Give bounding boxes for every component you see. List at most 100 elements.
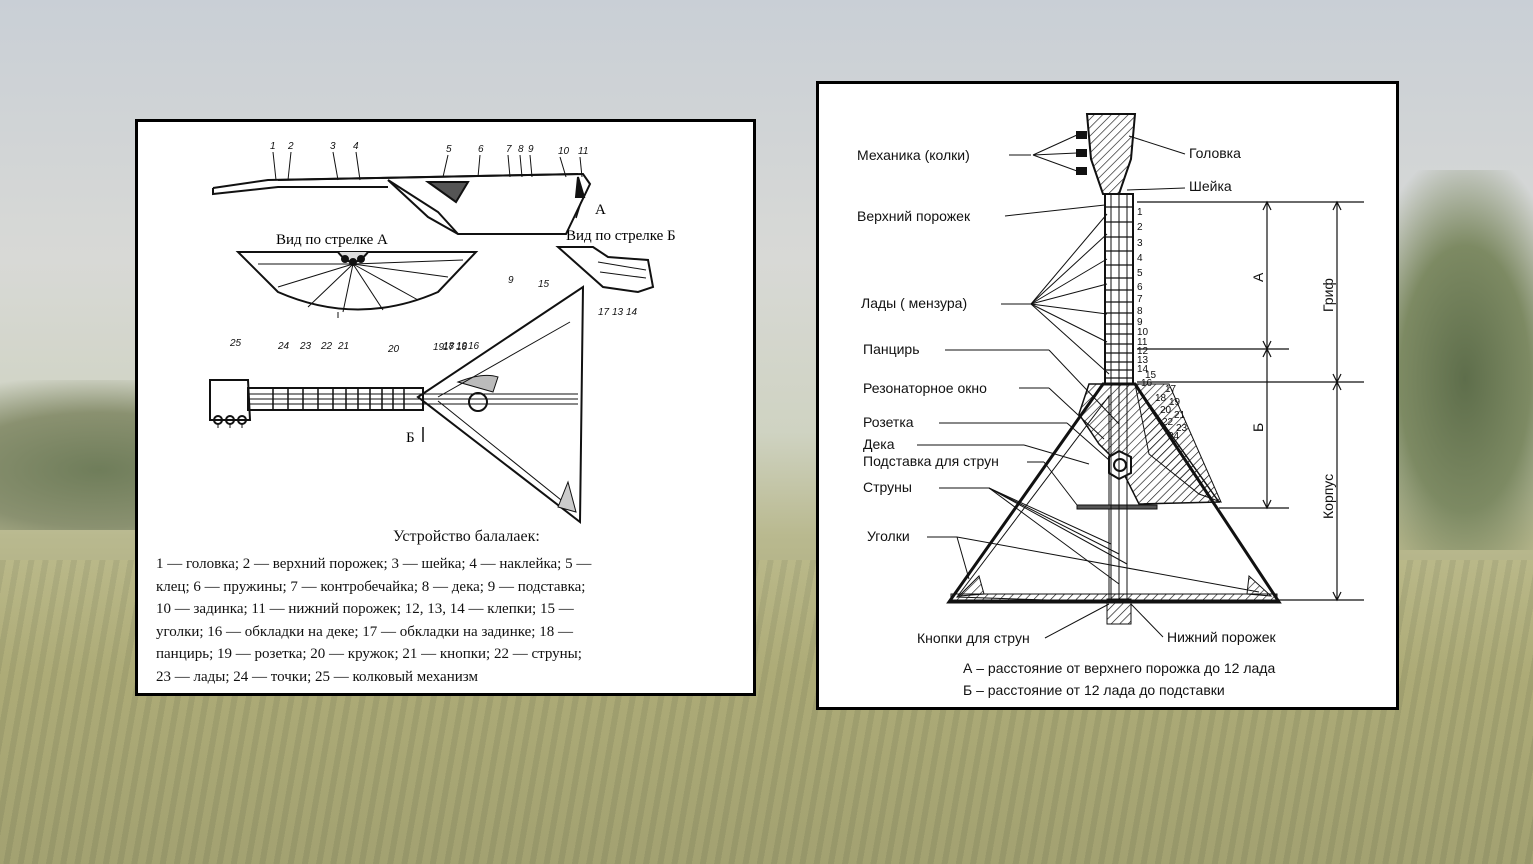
label-corners: Уголки xyxy=(867,528,910,544)
fret-numbers: 1 2 3 4 5 6 7 8 9 10 11 12 13 14 15 16 1… xyxy=(1137,207,1188,442)
label-bridge: Подставка для струн xyxy=(863,453,999,469)
front-view-numbers: 25 24 23 22 21 18 19 16 9 15 xyxy=(229,275,550,352)
svg-text:15: 15 xyxy=(538,279,550,290)
label-neck: Шейка xyxy=(1189,178,1232,194)
front-view xyxy=(209,285,585,525)
svg-text:22: 22 xyxy=(320,341,333,352)
svg-text:3: 3 xyxy=(1137,238,1143,249)
svg-text:12: 12 xyxy=(1137,346,1149,357)
svg-text:7: 7 xyxy=(506,144,512,155)
label-rozetka: Розетка xyxy=(863,414,914,430)
view-b-drawing xyxy=(555,246,655,294)
balalaika-drawing-left: 1 2 3 4 5 6 7 8 9 10 11 А Вид по стрелке… xyxy=(209,141,676,525)
svg-text:7: 7 xyxy=(1137,294,1143,305)
view-a-caption: Вид по стрелке А xyxy=(276,232,388,248)
legend-line: 23 — лады; 24 — точки; 25 — колковый мех… xyxy=(156,668,478,685)
svg-text:8: 8 xyxy=(518,144,524,155)
balalaika-structure-panel: 1 2 3 4 5 6 7 8 9 10 11 А Вид по стрелке… xyxy=(135,119,756,696)
label-head: Головка xyxy=(1189,145,1241,161)
svg-text:5: 5 xyxy=(446,144,452,155)
svg-text:16: 16 xyxy=(1141,378,1153,389)
view-a-numbers: 20 19 17 16 xyxy=(387,342,468,355)
instrument-head xyxy=(1076,113,1137,195)
svg-text:24: 24 xyxy=(277,341,290,352)
legend: 1 — головка; 2 — верхний порожек; 3 — ше… xyxy=(156,553,746,688)
label-top-nut: Верхний порожек xyxy=(857,208,971,224)
part-labels-right: Головка Шейка Нижний порожек xyxy=(1167,145,1276,645)
dimension-grif-label: Гриф xyxy=(1320,278,1336,312)
svg-text:18: 18 xyxy=(1155,393,1167,404)
svg-text:2: 2 xyxy=(1137,222,1143,233)
svg-text:6: 6 xyxy=(478,144,484,155)
instrument-body xyxy=(946,382,1282,625)
svg-text:1: 1 xyxy=(1137,207,1143,218)
svg-text:21: 21 xyxy=(337,341,349,352)
svg-text:11: 11 xyxy=(1137,337,1148,348)
balalaika-drawing-right: А Б Гриф Корпус 1 2 3 4 5 6 7 8 9 10 11 … xyxy=(857,113,1364,698)
svg-text:1: 1 xyxy=(270,141,276,152)
dimension-b-label: Б xyxy=(1250,423,1266,432)
legend-line: панцирь; 19 — розетка; 20 — кружок; 21 —… xyxy=(156,646,582,662)
label-deka: Дека xyxy=(863,436,895,452)
svg-text:10: 10 xyxy=(1137,327,1149,338)
svg-text:9: 9 xyxy=(1137,317,1143,328)
svg-text:13: 13 xyxy=(612,307,624,318)
dimension-a-label: А xyxy=(1250,272,1266,282)
label-mechanics: Механика (колки) xyxy=(857,147,970,163)
svg-text:4: 4 xyxy=(1137,253,1143,264)
legend-line: клец; 6 — пружины; 7 — контробечайка; 8 … xyxy=(156,578,586,595)
svg-text:19: 19 xyxy=(1169,397,1181,408)
view-b-numbers: 17 13 14 xyxy=(598,307,638,318)
svg-text:17: 17 xyxy=(443,342,455,353)
svg-text:18: 18 xyxy=(443,341,455,352)
legend-line: уголки; 16 — обкладки на деке; 17 — обкл… xyxy=(156,623,573,640)
dimension-lines xyxy=(1137,200,1364,602)
svg-text:23: 23 xyxy=(299,341,312,352)
svg-text:20: 20 xyxy=(1160,405,1172,416)
svg-text:20: 20 xyxy=(387,344,400,355)
note-a: А – расстояние от верхнего порожка до 12… xyxy=(963,660,1275,676)
svg-text:2: 2 xyxy=(287,141,294,152)
arrow-a-label: А xyxy=(595,202,606,218)
arrow-b-label: Б xyxy=(406,430,415,446)
view-b-caption: Вид по стрелке Б xyxy=(566,228,676,244)
svg-text:13: 13 xyxy=(1137,355,1149,366)
label-bottom-nut: Нижний порожек xyxy=(1167,629,1276,645)
svg-text:14: 14 xyxy=(626,307,638,318)
label-strings: Струны xyxy=(863,479,912,495)
svg-text:24: 24 xyxy=(1168,431,1180,442)
part-labels-left: Механика (колки) Верхний порожек Лады ( … xyxy=(857,147,1030,646)
label-resonator: Резонаторное окно xyxy=(863,380,987,396)
legend-line: 10 — задинка; 11 — нижний порожек; 12, 1… xyxy=(156,601,574,617)
svg-text:11: 11 xyxy=(578,146,588,157)
svg-text:8: 8 xyxy=(1137,306,1143,317)
svg-text:17: 17 xyxy=(1165,384,1177,395)
svg-text:4: 4 xyxy=(353,141,359,152)
svg-text:10: 10 xyxy=(558,146,570,157)
svg-text:19: 19 xyxy=(433,342,445,353)
svg-text:16: 16 xyxy=(456,342,468,353)
svg-text:16: 16 xyxy=(468,341,480,352)
label-frets: Лады ( мензура) xyxy=(861,295,967,311)
balalaika-parts-panel: А Б Гриф Корпус 1 2 3 4 5 6 7 8 9 10 11 … xyxy=(816,81,1399,710)
svg-text:23: 23 xyxy=(1176,423,1188,434)
svg-text:14: 14 xyxy=(1137,364,1149,375)
dimension-korpus-label: Корпус xyxy=(1320,474,1336,519)
label-pancir: Панцирь xyxy=(863,341,920,357)
svg-text:25: 25 xyxy=(229,338,242,349)
svg-text:19: 19 xyxy=(456,341,468,352)
label-buttons: Кнопки для струн xyxy=(917,630,1030,646)
svg-text:5: 5 xyxy=(1137,268,1143,279)
svg-text:17: 17 xyxy=(598,307,610,318)
svg-text:6: 6 xyxy=(1137,282,1143,293)
svg-text:9: 9 xyxy=(508,275,514,286)
svg-text:3: 3 xyxy=(330,141,336,152)
legend-line: 1 — головка; 2 — верхний порожек; 3 — ше… xyxy=(156,556,592,572)
svg-text:9: 9 xyxy=(528,144,534,155)
view-a-drawing xyxy=(235,251,479,318)
svg-text:15: 15 xyxy=(1145,370,1157,381)
svg-text:22: 22 xyxy=(1162,417,1174,428)
note-b: Б – расстояние от 12 лада до подставки xyxy=(963,682,1225,698)
leader-lines xyxy=(917,134,1260,639)
side-view-leaders xyxy=(272,151,583,181)
